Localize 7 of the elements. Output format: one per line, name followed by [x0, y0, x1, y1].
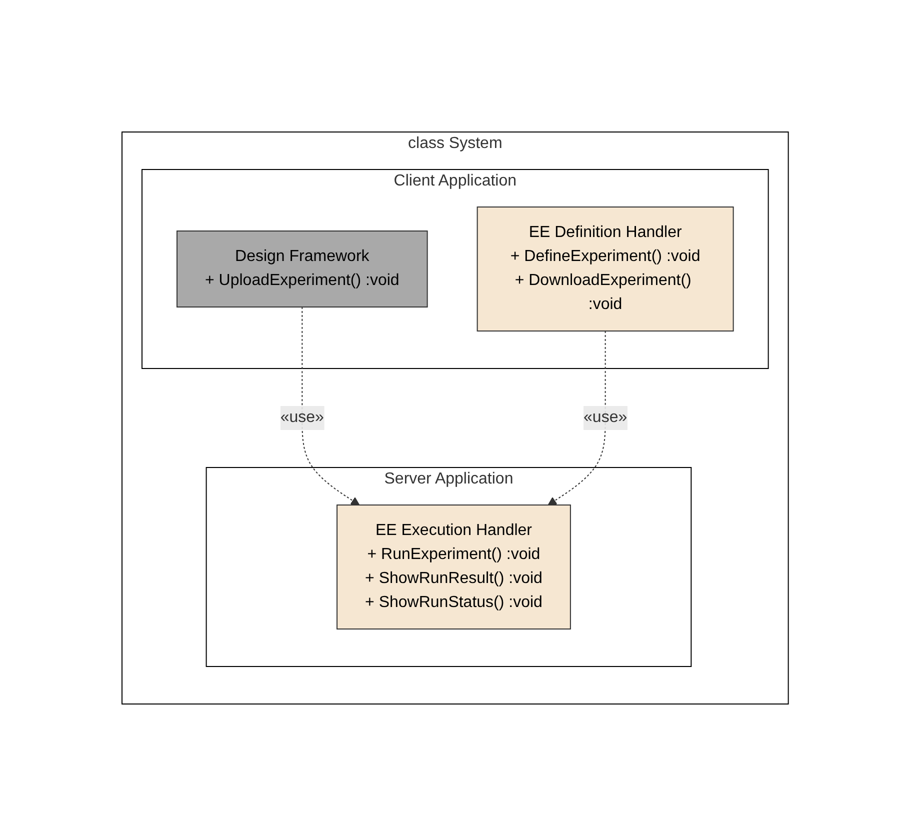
edge-label: «use»	[280, 409, 324, 426]
node-box: EE Execution Handler + RunExperiment() :void + ShowRunResult() :void + ShowRunStatus() :void	[336, 504, 572, 630]
node-box: EE Definition Handler + DefineExperiment() :void + DownloadExperiment() :void	[477, 206, 734, 332]
edge-label: «use»	[584, 409, 628, 426]
node-box: Design Framework + UploadExperiment() :void	[176, 230, 428, 308]
arrow	[548, 330, 606, 506]
arrow	[302, 306, 360, 506]
